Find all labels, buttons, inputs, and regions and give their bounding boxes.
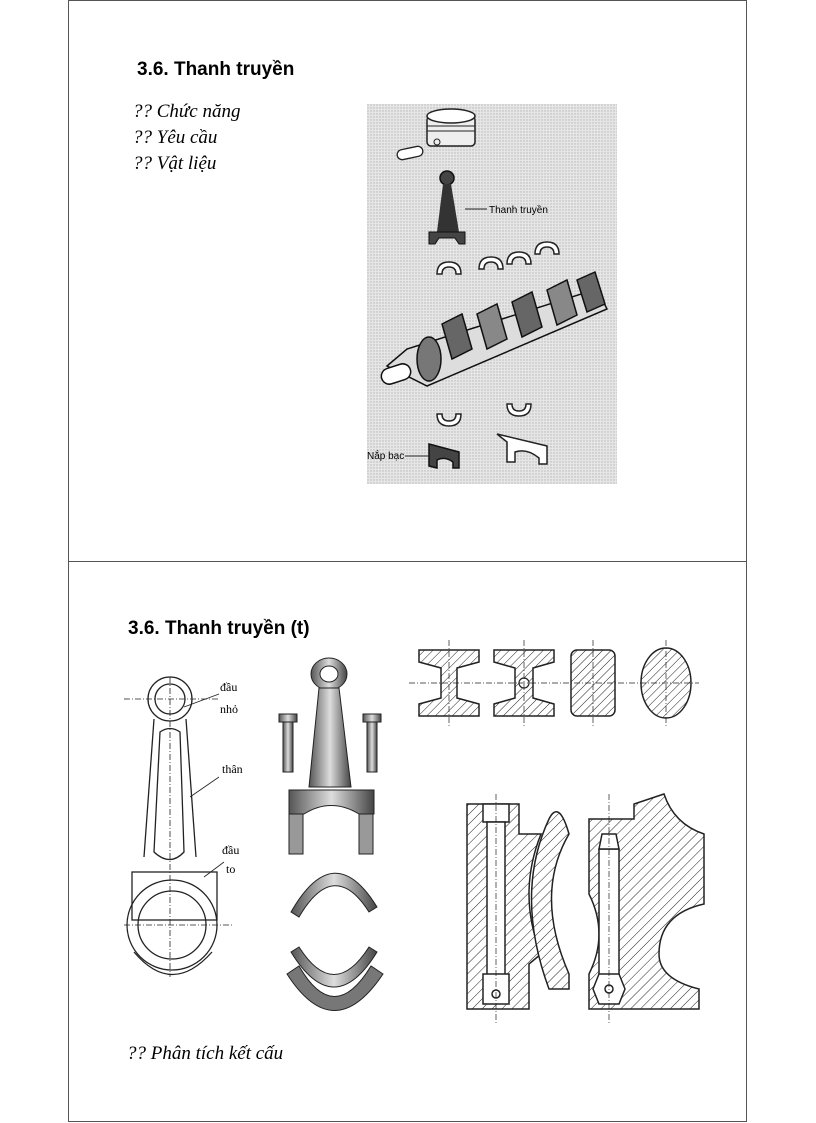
cross-sections-drawing	[409, 640, 699, 726]
bearing-shells-upper-icon	[436, 241, 560, 275]
piston-icon	[426, 108, 476, 147]
i-beam-section	[418, 649, 480, 717]
label-small-end-line1: đầu	[220, 680, 237, 694]
label-connecting-rod: Thanh truyền	[489, 204, 548, 216]
joint-section-left	[466, 803, 570, 1010]
main-bearing-cap-icon	[496, 433, 548, 465]
bearing-shell-icon	[286, 872, 384, 1011]
connecting-rod-icon	[428, 170, 487, 245]
bullet-function: ?? Chức năng	[133, 101, 241, 122]
rod-render-icon	[288, 657, 375, 855]
slide-1: 3.6. Thanh truyền ?? Chức năng ?? Yêu cầ…	[68, 0, 747, 562]
label-big-end-line1: đầu	[222, 843, 239, 857]
rod-assembly-render	[278, 657, 384, 1011]
bearing-shells-lower-icon	[436, 403, 532, 427]
slide-2: 3.6. Thanh truyền (t) đầu nhỏ thân đầu	[68, 561, 747, 1122]
slide-2-footer-text: ?? Phân tích kết cấu	[127, 1043, 284, 1064]
rod-bearing-cap-icon	[405, 443, 460, 469]
bolted-joint-sections	[466, 793, 705, 1024]
bullet-material: ?? Vật liệu	[133, 153, 217, 174]
connecting-rod-drawing: đầu nhỏ thân đầu to	[124, 676, 243, 977]
slide-2-title: 3.6. Thanh truyền (t)	[128, 618, 310, 639]
exploded-view-figure: Thanh truyền	[367, 104, 617, 484]
slide-1-bullets: ?? Chức năng ?? Yêu cầu ?? Vật liệu	[133, 99, 240, 177]
bolt-icon	[278, 713, 382, 773]
label-body: thân	[222, 762, 243, 776]
slide-1-title: 3.6. Thanh truyền	[137, 59, 295, 80]
label-small-end-line2: nhỏ	[220, 702, 238, 716]
bullet-requirements: ?? Yêu cầu	[133, 127, 218, 148]
label-big-end-line2: to	[226, 862, 235, 876]
piston-pin-icon	[396, 145, 424, 161]
joint-section-right	[588, 793, 705, 1010]
label-bearing-cap: Nắp bạc	[367, 449, 404, 462]
crankshaft-icon	[380, 270, 609, 387]
